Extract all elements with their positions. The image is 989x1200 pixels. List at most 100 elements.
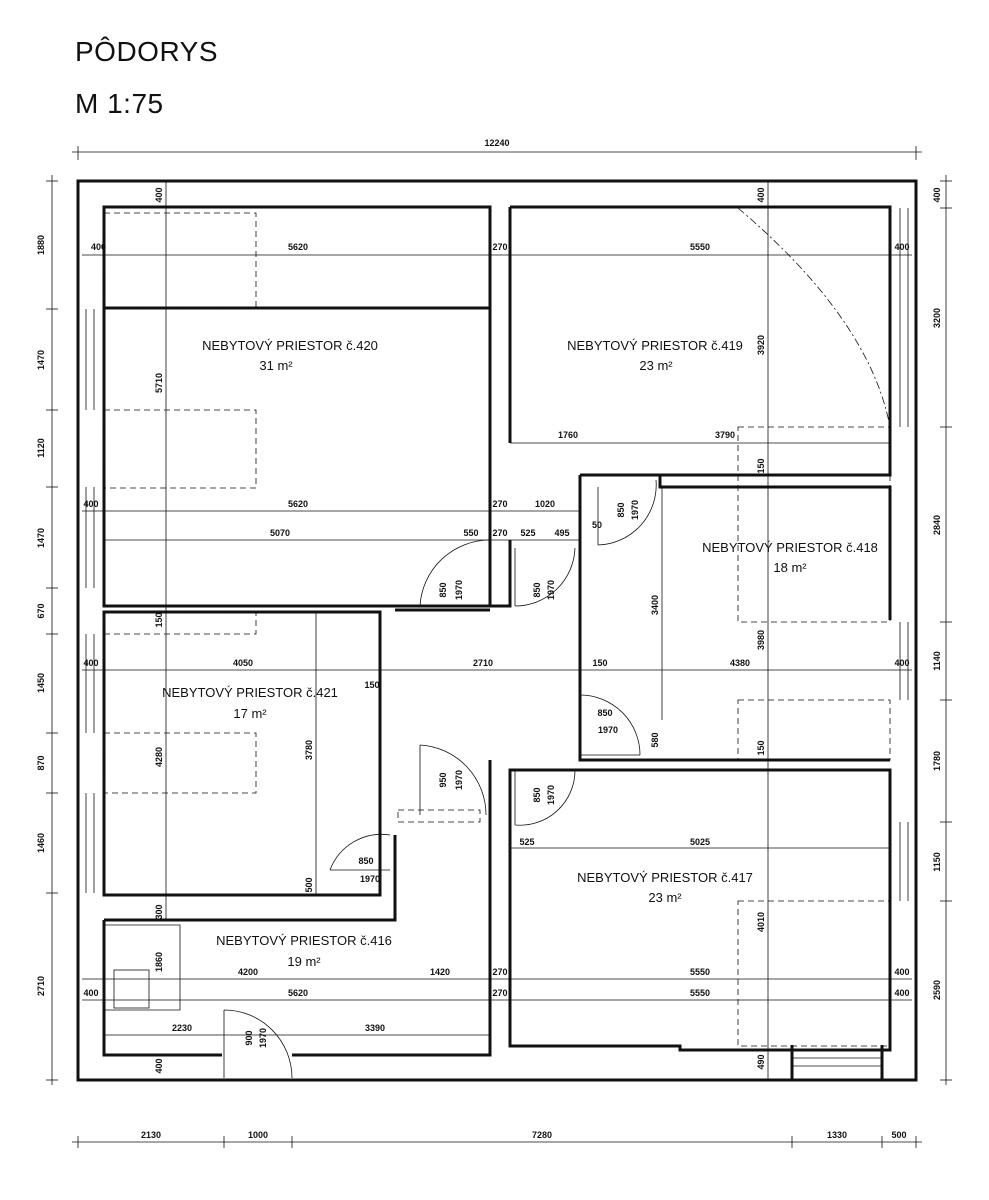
- dim-left-7: 870: [36, 755, 46, 770]
- dim: 270: [492, 988, 507, 998]
- room-418-area: 18 m²: [773, 560, 807, 575]
- dim-right-4: 1140: [932, 651, 942, 671]
- dim-right-2: 3200: [932, 308, 942, 328]
- dim: 150: [592, 658, 607, 668]
- dim-left-2: 1470: [36, 350, 46, 370]
- dim-right-5: 1780: [932, 751, 942, 771]
- dim: 2230: [172, 1023, 192, 1033]
- dim: 4380: [730, 658, 750, 668]
- door-width: 850: [438, 582, 448, 597]
- room-420-area: 31 m²: [259, 358, 293, 373]
- dim: 270: [492, 242, 507, 252]
- dim: 3980: [756, 630, 766, 650]
- door-height: 1970: [546, 580, 556, 600]
- dim-right-7: 2590: [932, 980, 942, 1000]
- dim: 5620: [288, 242, 308, 252]
- door-height: 1970: [598, 725, 618, 735]
- plan-title: PÔDORYS: [75, 36, 219, 67]
- inner-dimension-texts: 400 5620 270 5550 400 400 400 5710 3920 …: [83, 187, 909, 1073]
- dim-right-6: 1150: [932, 852, 942, 872]
- dim: 400: [91, 242, 106, 252]
- dim: 525: [520, 528, 535, 538]
- dim: 400: [894, 967, 909, 977]
- door-height: 1970: [360, 874, 380, 884]
- dim-left-4: 1470: [36, 528, 46, 548]
- dim: 3390: [365, 1023, 385, 1033]
- room-418-name: NEBYTOVÝ PRIESTOR č.418: [702, 540, 878, 555]
- dim: 4280: [154, 747, 164, 767]
- dim: 490: [756, 1054, 766, 1069]
- dim-bottom-1: 2130: [141, 1130, 161, 1140]
- doors: [223, 479, 657, 1079]
- room-419-area: 23 m²: [639, 358, 673, 373]
- walls: [76, 179, 918, 1082]
- dim: 150: [756, 458, 766, 473]
- dim: 400: [894, 988, 909, 998]
- dim: 5070: [270, 528, 290, 538]
- dim-left-6: 1450: [36, 673, 46, 693]
- dim: 1420: [430, 967, 450, 977]
- dim: 400: [154, 1058, 164, 1073]
- dim: 3400: [650, 595, 660, 615]
- dim: 270: [492, 499, 507, 509]
- dim: 400: [154, 187, 164, 202]
- door-height: 1970: [630, 500, 640, 520]
- dim: 4050: [233, 658, 253, 668]
- dim: 500: [304, 877, 314, 892]
- dim: 5550: [690, 988, 710, 998]
- dim: 5550: [690, 242, 710, 252]
- dim-left-8: 1460: [36, 833, 46, 853]
- dim: 495: [554, 528, 569, 538]
- door-height: 1970: [454, 770, 464, 790]
- door-width: 900: [244, 1030, 254, 1045]
- dim-bottom-3: 7280: [532, 1130, 552, 1140]
- door-width: 850: [532, 787, 542, 802]
- dim: 1760: [558, 430, 578, 440]
- dim: 3780: [304, 740, 314, 760]
- door-width: 850: [597, 708, 612, 718]
- door-width: 850: [616, 502, 626, 517]
- dim: 5710: [154, 373, 164, 393]
- door-width: 950: [438, 772, 448, 787]
- dim-bottom-4: 1330: [827, 1130, 847, 1140]
- dim: 150: [154, 612, 164, 627]
- dim: 1860: [154, 952, 164, 972]
- dim: 4200: [238, 967, 258, 977]
- dim: 3920: [756, 335, 766, 355]
- dim: 5620: [288, 499, 308, 509]
- dim: 400: [756, 187, 766, 202]
- dim-left-3: 1120: [36, 438, 46, 458]
- dim: 400: [894, 658, 909, 668]
- dim: 400: [83, 658, 98, 668]
- dim: 300: [154, 904, 164, 919]
- dim-left-1: 1880: [36, 235, 46, 255]
- dim: 525: [519, 837, 534, 847]
- dim: 150: [756, 740, 766, 755]
- dim-left-5: 670: [36, 603, 46, 618]
- room-421-name: NEBYTOVÝ PRIESTOR č.421: [162, 685, 338, 700]
- door-height: 1970: [546, 785, 556, 805]
- door-width: 850: [358, 856, 373, 866]
- door-height: 1970: [258, 1028, 268, 1048]
- dim: 2710: [473, 658, 493, 668]
- room-416-name: NEBYTOVÝ PRIESTOR č.416: [216, 933, 392, 948]
- door-dimensions: 850 1970 850 1970 850 1970 850 1970 950 …: [244, 500, 640, 1048]
- dim: 1020: [535, 499, 555, 509]
- dim: 270: [492, 528, 507, 538]
- inner-dimension-lines: [82, 181, 912, 1080]
- dim: 550: [463, 528, 478, 538]
- dim: 580: [650, 732, 660, 747]
- room-419-name: NEBYTOVÝ PRIESTOR č.419: [567, 338, 743, 353]
- dim-bottom-2: 1000: [248, 1130, 268, 1140]
- dim-left-9: 2710: [36, 976, 46, 996]
- dim: 5550: [690, 967, 710, 977]
- dim: 400: [894, 242, 909, 252]
- dim-bottom-5: 500: [891, 1130, 906, 1140]
- dim: 4010: [756, 912, 766, 932]
- dim: 3790: [715, 430, 735, 440]
- dim: 5025: [690, 837, 710, 847]
- dim: 270: [492, 967, 507, 977]
- dim-right-1: 400: [932, 187, 942, 202]
- plan-scale: M 1:75: [75, 88, 164, 119]
- dimension-lines: 12240 2130 1000 7280 1330 500 1880 1470 …: [36, 138, 952, 1148]
